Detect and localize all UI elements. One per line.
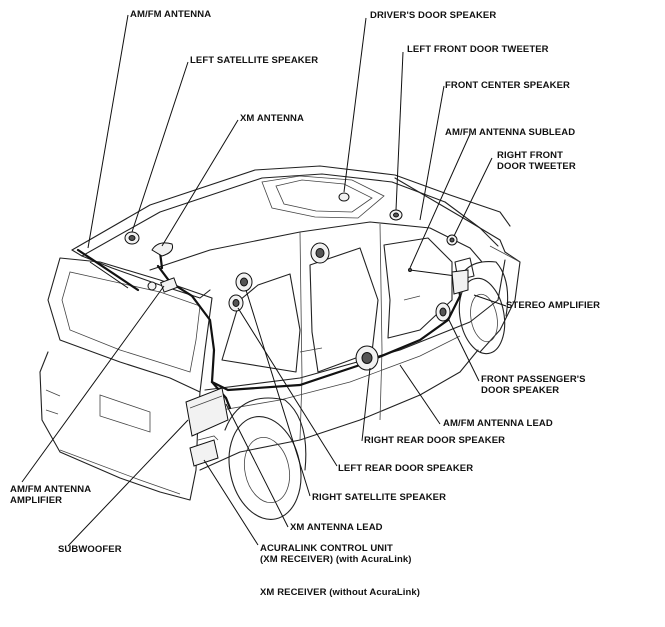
- label-xm-antenna: XM ANTENNA: [240, 113, 304, 124]
- label-stereo-amplifier: STEREO AMPLIFIER: [506, 300, 601, 311]
- label-xm-antenna-lead: XM ANTENNA LEAD: [290, 522, 383, 533]
- acuralink-control-unit-part: [189, 439, 219, 467]
- label-front-passengers-door-speaker: FRONT PASSENGER'S DOOR SPEAKER: [481, 374, 586, 396]
- label-drivers-door-speaker: DRIVER'S DOOR SPEAKER: [370, 10, 497, 21]
- components: [124, 192, 469, 467]
- label-line: (XM RECEIVER) (with AcuraLink): [260, 554, 412, 565]
- label-am-fm-antenna-amplifier: AM/FM ANTENNA AMPLIFIER: [10, 484, 91, 506]
- label-left-front-door-tweeter: LEFT FRONT DOOR TWEETER: [407, 44, 549, 55]
- label-right-front-door-tweeter: RIGHT FRONT DOOR TWEETER: [497, 150, 576, 172]
- label-line: RIGHT FRONT: [497, 150, 564, 161]
- label-right-rear-door-speaker: RIGHT REAR DOOR SPEAKER: [364, 435, 506, 446]
- front-center-speaker-part: [338, 192, 350, 202]
- label-am-fm-antenna-lead: AM/FM ANTENNA LEAD: [443, 418, 553, 429]
- label-subwoofer: SUBWOOFER: [58, 544, 122, 555]
- label-am-fm-antenna: AM/FM ANTENNA: [130, 9, 212, 20]
- label-am-fm-antenna-sublead: AM/FM ANTENNA SUBLEAD: [445, 127, 576, 138]
- label-line: ACURALINK CONTROL UNIT: [260, 543, 393, 554]
- label-line: DOOR TWEETER: [497, 161, 576, 172]
- label-line: AMPLIFIER: [10, 495, 63, 506]
- label-xm-receiver-without-acuralink: XM RECEIVER (without AcuraLink): [260, 587, 421, 598]
- xm-antenna-part: [151, 242, 173, 257]
- label-line: FRONT PASSENGER'S: [481, 374, 586, 385]
- label-line: DOOR SPEAKER: [481, 385, 560, 396]
- cabling: [76, 248, 462, 410]
- label-right-satellite-speaker: RIGHT SATELLITE SPEAKER: [312, 492, 447, 503]
- label-front-center-speaker: FRONT CENTER SPEAKER: [445, 80, 570, 91]
- label-acuralink-control-unit: ACURALINK CONTROL UNIT (XM RECEIVER) (wi…: [260, 543, 412, 565]
- label-left-rear-door-speaker: LEFT REAR DOOR SPEAKER: [338, 463, 474, 474]
- subwoofer-part: [185, 387, 229, 437]
- label-line: AM/FM ANTENNA: [10, 484, 92, 495]
- label-left-satellite-speaker: LEFT SATELLITE SPEAKER: [190, 55, 319, 66]
- stereo-amplifier-part: [451, 269, 469, 295]
- leader-lines: [21, 14, 507, 547]
